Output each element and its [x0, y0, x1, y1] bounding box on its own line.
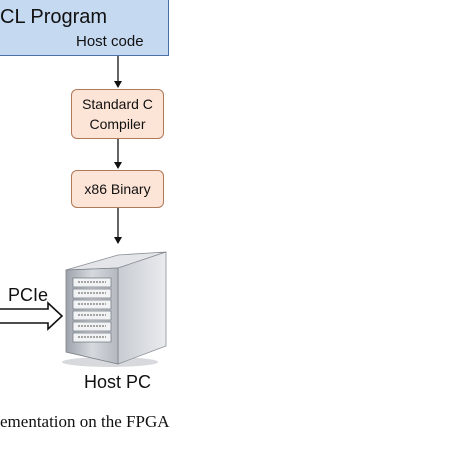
compiler-line-2: Compiler [89, 116, 146, 132]
binary-box: x86 Binary [71, 170, 164, 208]
program-box [0, 0, 169, 56]
pcie-label: PCIe [8, 285, 49, 305]
compiler-box: Standard C Compiler [71, 89, 164, 139]
binary-label: x86 Binary [84, 181, 151, 197]
program-subtitle: Host code [76, 33, 144, 50]
program-title: CL Program [0, 6, 108, 28]
pcie-arrow [0, 301, 64, 331]
host-pc-label: Host PC [84, 372, 152, 392]
server-tower-icon [62, 251, 167, 367]
figure-caption: ementation on the FPGA [0, 412, 170, 431]
compiler-line-1: Standard C [82, 96, 153, 112]
